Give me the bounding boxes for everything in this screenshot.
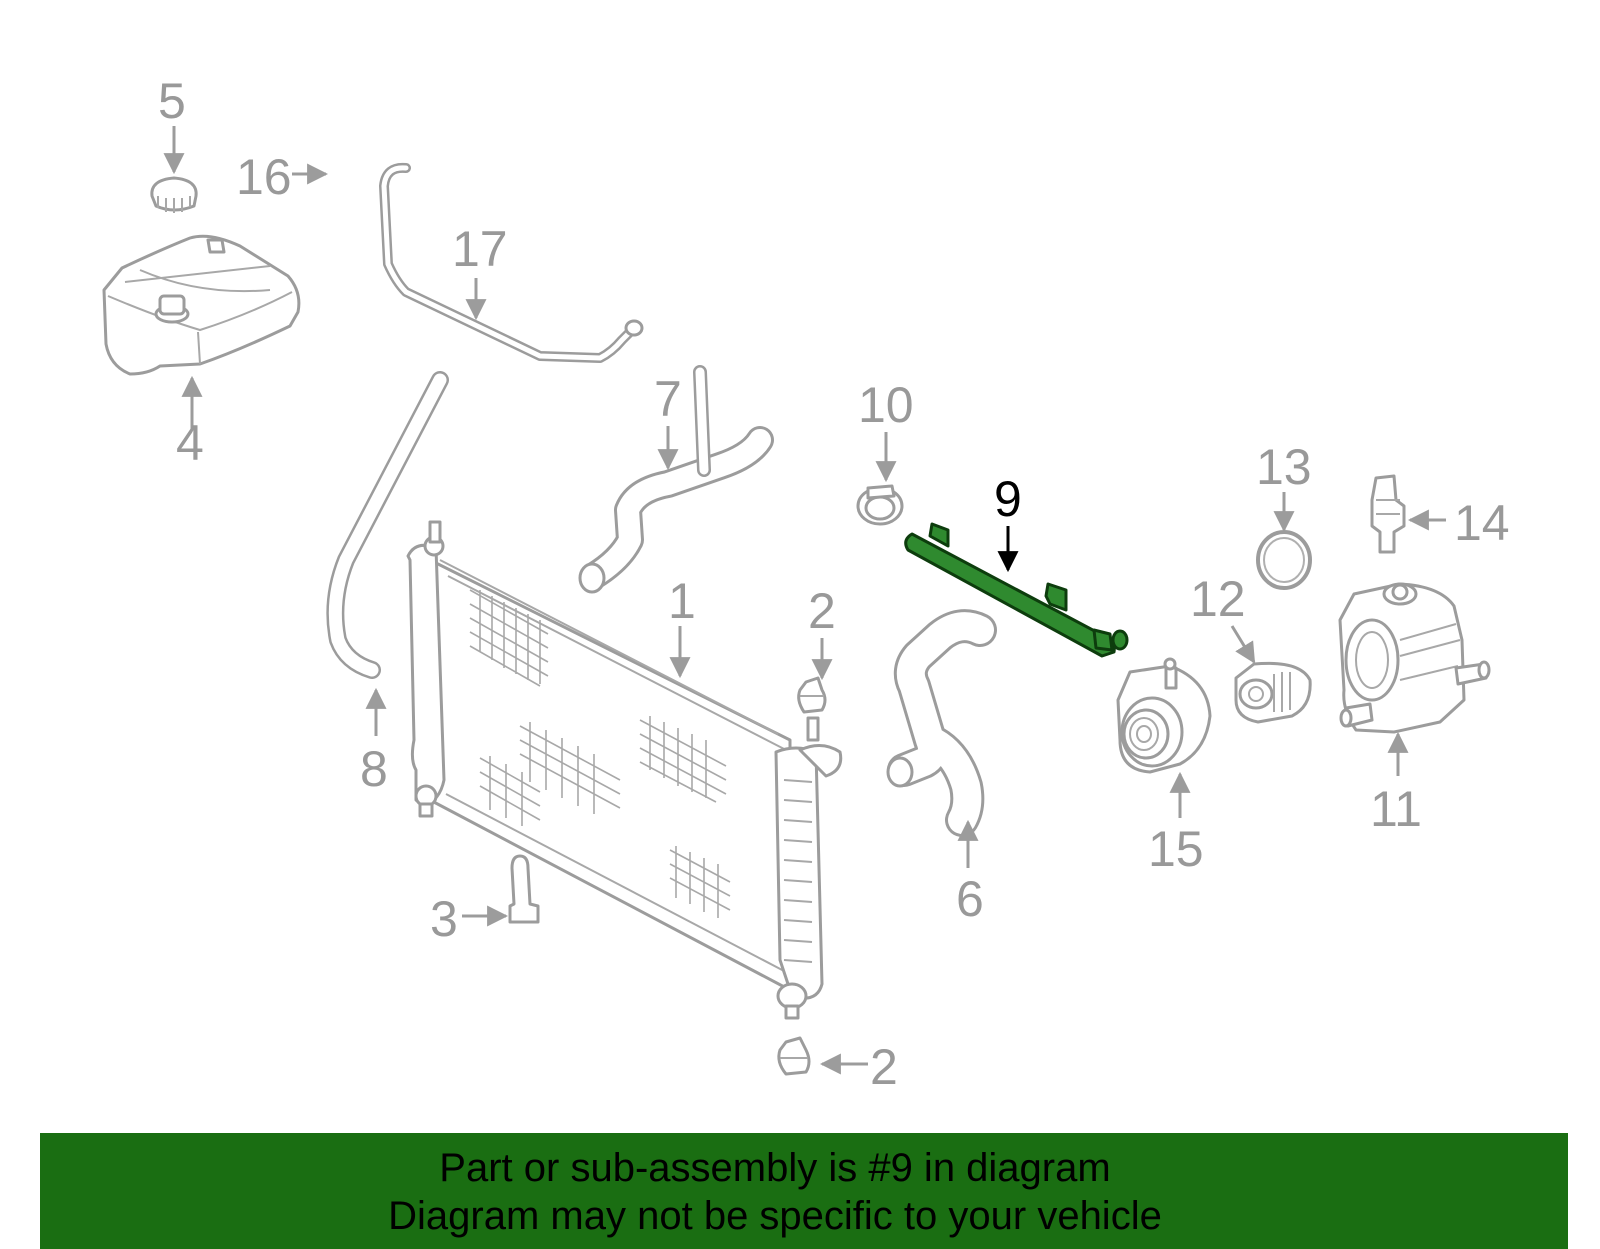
callout-1: 1 [668,573,696,629]
callout-17: 17 [452,221,508,277]
callout-8: 8 [360,741,388,797]
callout-4: 4 [176,415,204,471]
callout-2-upper: 2 [808,583,836,639]
callout-arrows [163,126,1446,1075]
callout-11: 11 [1370,781,1422,837]
part-9-coolant-pipe [904,522,1129,658]
part-12-thermostat [1234,661,1312,724]
part-2-mount-upper [797,676,827,714]
callout-12: 12 [1190,571,1246,627]
banner-line-1: Part or sub-assembly is #9 in diagram [439,1146,1111,1190]
part-1-radiator [406,520,843,1020]
part-14-sensor [1370,474,1406,554]
callout-14: 14 [1454,495,1510,551]
part-8-hose [326,371,449,679]
part-7-upper-hose [578,365,774,594]
part-10-clamp [856,484,904,526]
callout-3: 3 [430,891,458,947]
callout-15: 15 [1148,821,1204,877]
part-11-thermostat-housing [1338,582,1491,734]
part-2-mount-lower [777,1036,811,1076]
part-17-hose [379,162,644,363]
callout-5: 5 [158,73,186,129]
part-4-coolant-reservoir [102,234,301,376]
callout-7: 7 [654,371,682,427]
banner-line-2: Diagram may not be specific to your vehi… [388,1194,1162,1238]
callout-9: 9 [994,471,1022,527]
callout-6: 6 [956,871,984,927]
callout-10: 10 [858,377,914,433]
part-5-reservoir-cap [150,176,198,213]
info-banner: Part or sub-assembly is #9 in diagram Di… [40,1133,1568,1249]
part-16-hose [323,113,353,281]
part-6-lower-hose [886,609,997,837]
callout-13: 13 [1256,439,1312,495]
part-15-water-pump [1116,657,1212,774]
callout-16: 16 [236,149,292,205]
part-13-o-ring [1256,530,1312,590]
part-3-drain-plug [508,854,540,924]
callout-2-lower: 2 [870,1039,898,1095]
